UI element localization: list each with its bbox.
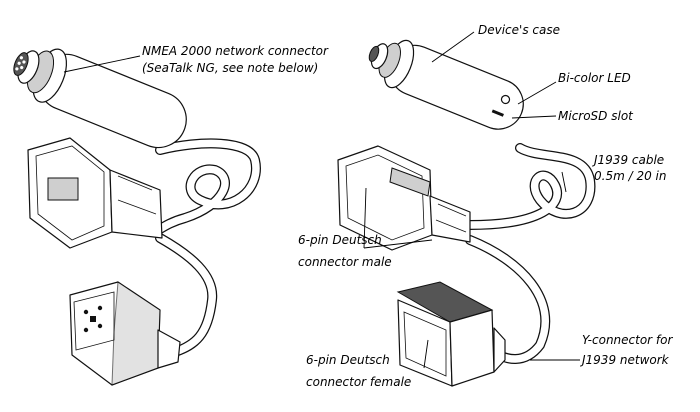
j1939-cable-label-line1: J1939 cable — [594, 153, 665, 167]
left-lower-cable — [155, 233, 218, 357]
left-cable-loop — [150, 138, 261, 237]
deutsch-female-label-line2: connector female — [306, 375, 412, 389]
leader-lines — [63, 31, 580, 369]
deutsch-male-label-line1: 6-pin Deutsch — [298, 233, 382, 247]
y-connector-label-line1: Y-connector for — [582, 333, 673, 347]
right-device-body — [368, 39, 524, 130]
bicolor-led-label: Bi-color LED — [558, 71, 631, 85]
deutsch-male-label-line2: connector male — [298, 255, 392, 269]
right-cable-upper — [465, 143, 596, 230]
device-case-label: Device's case — [478, 23, 560, 37]
j1939-cable-label-line2: 0.5m / 20 in — [594, 169, 667, 183]
left-female-connector — [69, 281, 181, 386]
microsd-slot-label: MicroSD slot — [558, 109, 633, 123]
y-connector-label-line2: J1939 network — [582, 353, 669, 367]
right-cable-lower — [465, 235, 551, 364]
nmea-connector-label-line2: (SeaTalk NG, see note below) — [142, 61, 319, 75]
left-male-connector — [27, 137, 163, 249]
y-connector — [396, 281, 506, 387]
nmea-connector-label-line1: NMEA 2000 network connector — [142, 44, 328, 58]
right-male-connector — [337, 145, 471, 251]
left-device-body — [13, 48, 187, 149]
deutsch-female-label-line1: 6-pin Deutsch — [306, 353, 390, 367]
